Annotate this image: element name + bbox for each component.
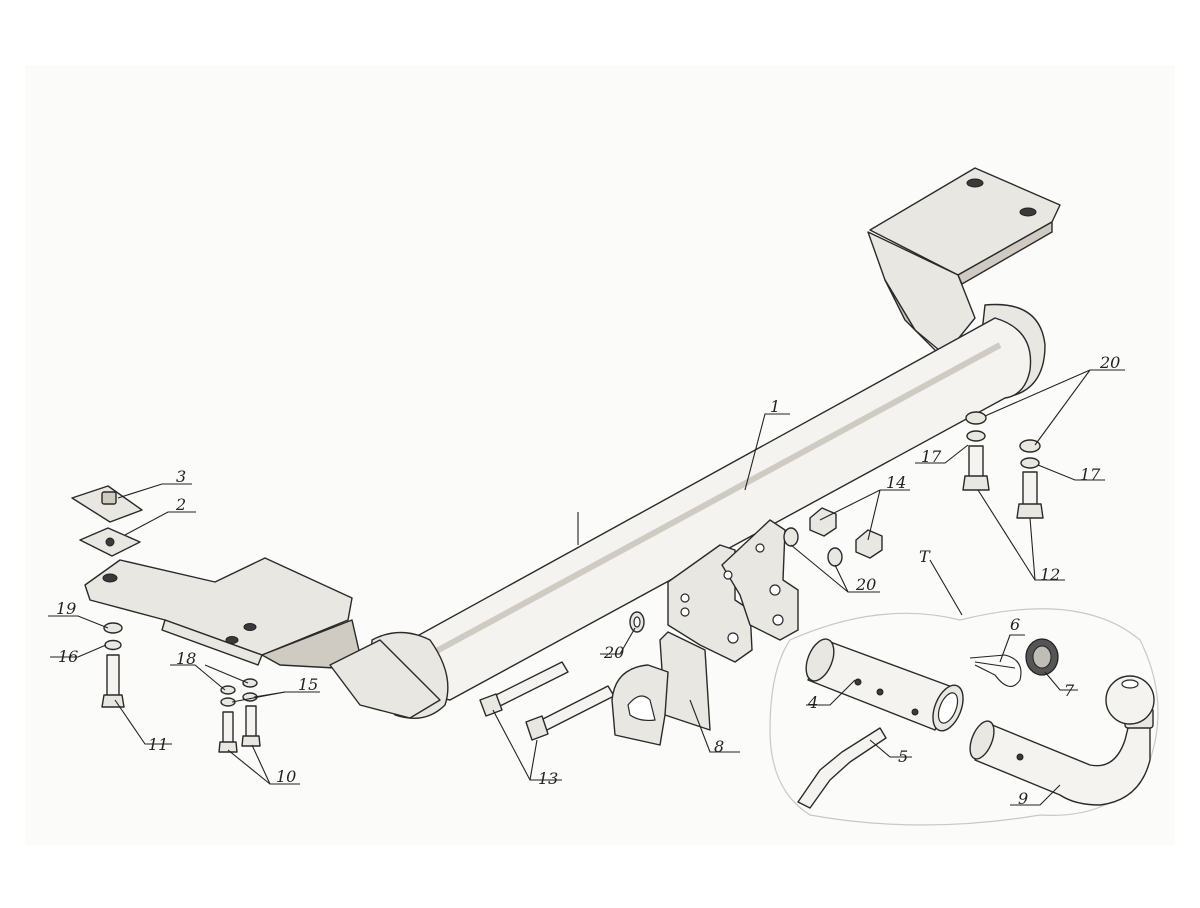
label-14: 14 xyxy=(886,473,906,492)
washer-15 xyxy=(220,697,236,707)
ball-hook-9 xyxy=(969,675,1155,806)
washer-20 xyxy=(783,527,799,547)
label-7: 7 xyxy=(1064,681,1075,700)
label-10: 10 xyxy=(276,767,296,786)
washer-18 xyxy=(220,685,236,695)
label-1: 1 xyxy=(770,397,780,416)
sleeve-4 xyxy=(805,638,964,732)
label-4: 4 xyxy=(807,693,818,712)
pin-5 xyxy=(797,727,887,809)
label-kit-T: T xyxy=(919,547,931,566)
label-9: 9 xyxy=(1018,789,1028,808)
label-15: 15 xyxy=(298,675,318,694)
bolt-hole xyxy=(966,178,984,188)
plate-2 xyxy=(79,527,141,557)
washer-20 xyxy=(1019,439,1041,453)
washer-17 xyxy=(966,430,986,442)
washer-20 xyxy=(965,411,987,425)
label-17-a: 17 xyxy=(921,447,942,466)
label-20-a: 20 xyxy=(603,643,624,662)
leader-lines xyxy=(48,369,1125,806)
washer-16 xyxy=(104,639,122,651)
nut-14 xyxy=(855,529,883,559)
washer-20 xyxy=(827,547,843,567)
label-18: 18 xyxy=(176,649,196,668)
washer-17 xyxy=(1020,457,1040,469)
label-11: 11 xyxy=(148,735,168,754)
label-16: 16 xyxy=(58,647,78,666)
bolt-12 xyxy=(962,445,1044,519)
label-13: 13 xyxy=(538,769,558,788)
label-6: 6 xyxy=(1010,615,1020,634)
label-20-b: 20 xyxy=(855,575,876,594)
part-labels: 3 2 19 16 11 18 15 10 13 20 8 1 14 20 17… xyxy=(56,353,1120,808)
bolt-13 xyxy=(479,661,615,741)
washer-18 xyxy=(242,678,258,688)
label-5: 5 xyxy=(898,747,908,766)
label-12: 12 xyxy=(1040,565,1060,584)
label-3: 3 xyxy=(176,467,186,486)
label-17-b: 17 xyxy=(1080,465,1101,484)
label-2: 2 xyxy=(175,495,186,514)
label-20-c: 20 xyxy=(1099,353,1120,372)
socket-plate-8 xyxy=(611,631,711,746)
cross-beam xyxy=(84,167,1061,719)
cap-7 xyxy=(1025,638,1059,676)
label-19: 19 xyxy=(56,599,76,618)
label-8: 8 xyxy=(714,737,724,756)
plate-3 xyxy=(71,485,143,523)
bolt-11 xyxy=(101,654,125,708)
washer-19 xyxy=(103,622,123,634)
bolt-10 xyxy=(218,705,261,753)
clip-6 xyxy=(969,654,1022,687)
bolt-hole xyxy=(1019,207,1037,217)
